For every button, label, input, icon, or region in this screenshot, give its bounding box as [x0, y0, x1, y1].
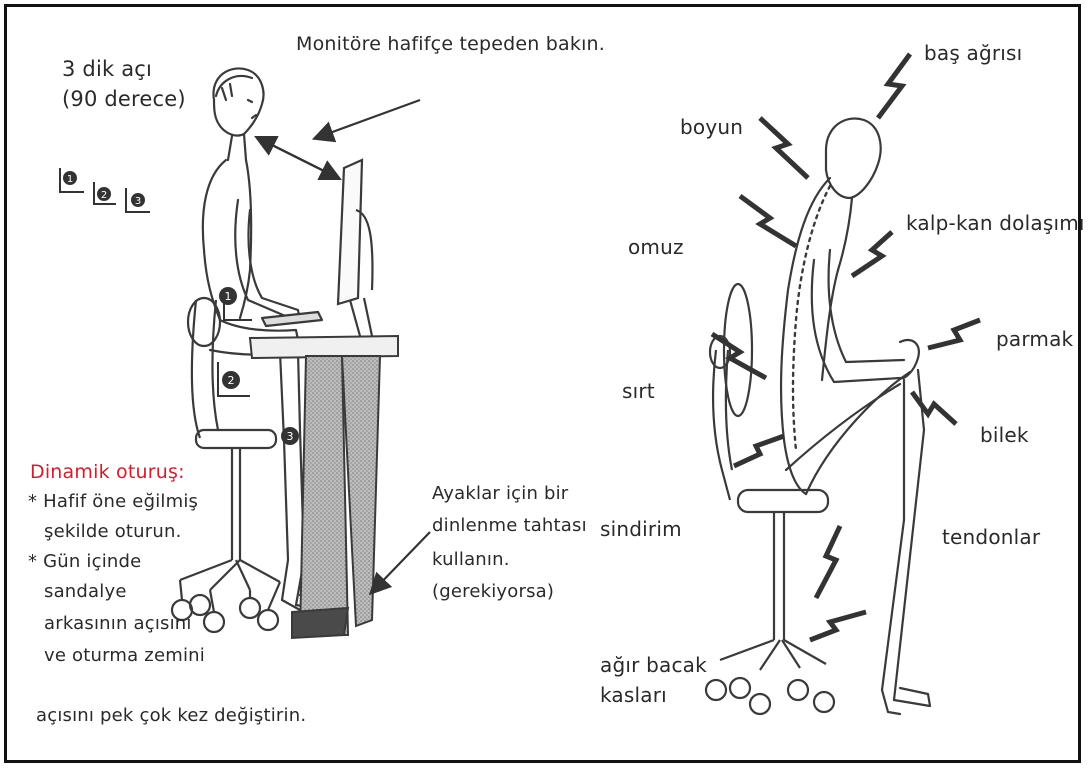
- left-desk: [250, 336, 398, 638]
- label-neck: boyun: [680, 114, 743, 140]
- dynamic-line-1: * Hafif öne eğilmiş: [28, 490, 198, 513]
- bolt-head: [878, 54, 910, 118]
- footrest-line-3: kullanın.: [432, 548, 510, 571]
- right-office-chair: [706, 284, 834, 714]
- dynamic-line-3: * Gün içinde: [28, 550, 141, 573]
- angle-icon-markers: 1 2 3: [63, 171, 145, 207]
- label-wrist: bilek: [980, 422, 1029, 448]
- left-monitor: [338, 160, 372, 336]
- label-legs-line2: kasları: [600, 682, 667, 708]
- footrest-line-2: dinlenme tahtası: [432, 514, 587, 537]
- angle-title-line1: 3 dik açı: [62, 56, 152, 83]
- bolt-back: [712, 334, 766, 378]
- angle-title-line2: (90 derece): [62, 86, 186, 113]
- bolt-shoulder: [740, 196, 796, 246]
- svg-text:1: 1: [67, 174, 73, 185]
- label-legs-line1: ağır bacak: [600, 652, 707, 678]
- label-headache: baş ağrısı: [924, 40, 1022, 66]
- label-finger: parmak: [996, 326, 1073, 352]
- monitor-note: Monitöre hafifçe tepeden bakın.: [296, 32, 605, 57]
- body-angle-markers: 1 2 3: [218, 287, 299, 445]
- bolt-neck: [760, 118, 808, 178]
- svg-text:2: 2: [228, 374, 235, 387]
- label-tendons: tendonlar: [942, 524, 1040, 550]
- svg-text:3: 3: [135, 196, 141, 207]
- dynamic-line-2: şekilde oturun.: [44, 520, 182, 543]
- right-seated-figure: [781, 118, 930, 714]
- label-shoulder: omuz: [628, 234, 684, 260]
- footrest-line-4: (gerekiyorsa): [432, 580, 554, 603]
- bolt-wrist: [912, 392, 956, 424]
- dynamic-line-5: arkasının açısını: [44, 612, 192, 635]
- bolt-legs: [810, 612, 866, 640]
- label-circulation: kalp-kan dolaşımı: [906, 210, 1085, 236]
- footrest-line-1: Ayaklar için bir: [432, 482, 568, 505]
- bolt-circulation: [852, 232, 892, 276]
- svg-text:2: 2: [101, 190, 107, 201]
- dynamic-line-7: açısını pek çok kez değiştirin.: [36, 704, 306, 727]
- label-digestion: sindirim: [600, 516, 682, 542]
- dynamic-line-4: sandalye: [44, 580, 127, 603]
- bolt-digestion: [734, 436, 784, 466]
- dynamic-line-6: ve oturma zemini: [44, 644, 205, 667]
- dynamic-sitting-title: Dinamik oturuş:: [30, 460, 185, 485]
- svg-text:1: 1: [225, 290, 232, 303]
- label-back: sırt: [622, 378, 655, 404]
- svg-text:3: 3: [287, 430, 294, 443]
- bolt-leg-upper: [816, 526, 840, 598]
- bolt-finger: [928, 320, 980, 348]
